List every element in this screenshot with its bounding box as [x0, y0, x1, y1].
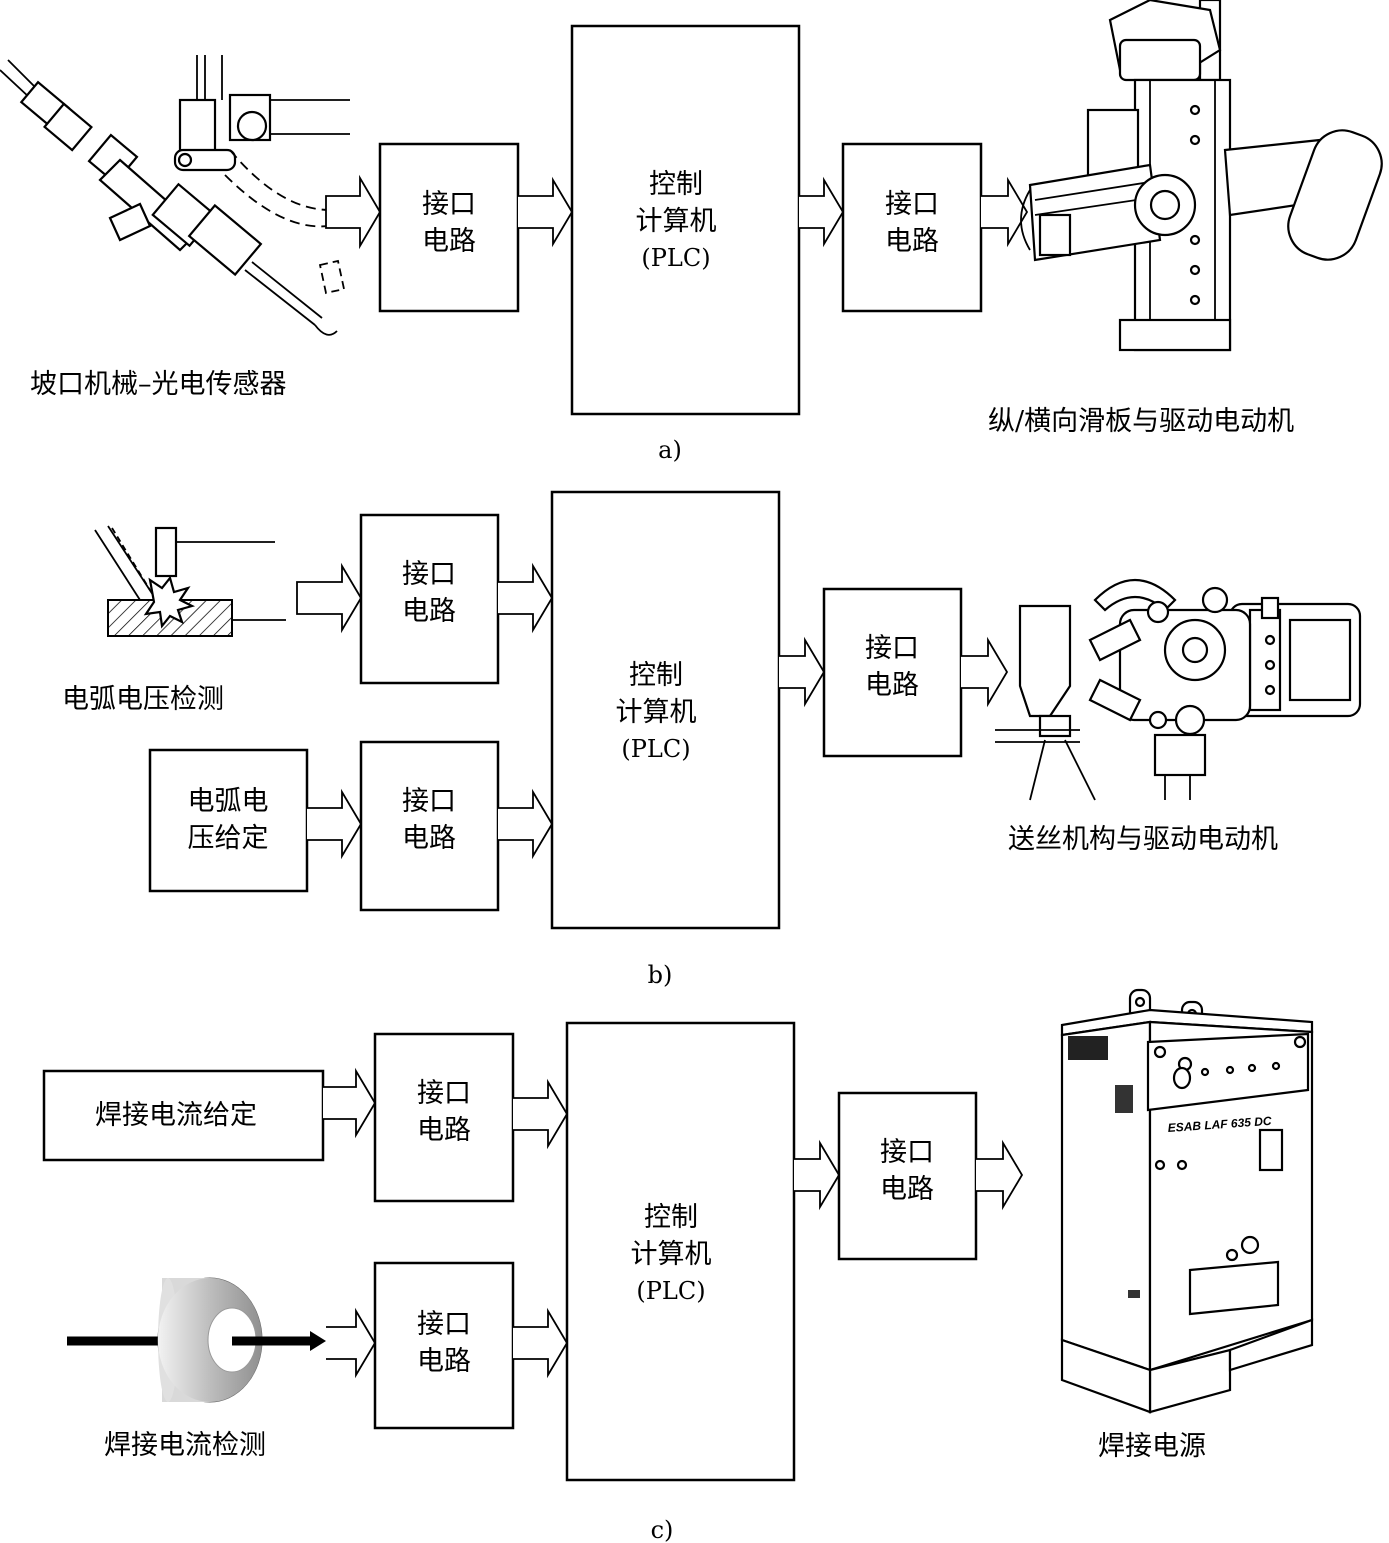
setpoint-box-b [148, 748, 309, 893]
panel-label-c: c) [651, 1516, 674, 1543]
sensor-caption-c: 焊接电流检测 [104, 1430, 266, 1461]
groove-sensor-illustration [0, 55, 350, 336]
arrow-c-setpoint-in [323, 1067, 377, 1139]
interface-c-out-line1: 接口 [880, 1137, 934, 1168]
actuator-caption-a: 纵/横向滑板与驱动电动机 [988, 406, 1294, 437]
plc-c-line1: 控制 [644, 1202, 698, 1233]
sensor-caption-b: 电弧电压检测 [62, 684, 224, 715]
plc-c-line2: 计算机 [631, 1239, 712, 1270]
interface-box-b-in1 [359, 513, 500, 685]
arrow-a-plc-out [799, 176, 845, 248]
welding-power-source-illustration: ESAB LAF 635 DC [1060, 988, 1314, 1414]
plc-a-line2: 计算机 [636, 206, 717, 237]
interface-a-in-line2: 电路 [422, 226, 476, 257]
arrow-a-sensor-in [325, 174, 382, 250]
current-sensor-illustration [67, 1277, 326, 1403]
plc-box-c [565, 1021, 796, 1482]
arrow-c-in1-plc [513, 1078, 569, 1150]
cross-slide-illustration [1020, 0, 1383, 352]
interface-b-in2-line1: 接口 [402, 786, 456, 817]
arrow-b-out-actuator [961, 636, 1009, 708]
setpoint-c-text: 焊接电流给定 [95, 1100, 257, 1131]
interface-c-in1-line1: 接口 [417, 1078, 471, 1109]
interface-box-b-in2 [359, 740, 500, 912]
plc-b-line2: 计算机 [616, 697, 697, 728]
panel-label-a: a) [658, 436, 682, 464]
arrow-b-setpoint-in [307, 788, 363, 860]
interface-a-out-line1: 接口 [885, 189, 939, 220]
interface-box-a-in [378, 142, 520, 313]
setpoint-b-line1: 电弧电 [188, 786, 269, 817]
plc-box-b [550, 490, 781, 930]
arrow-b-plc-out [779, 636, 826, 708]
panel-c: 焊接电流给定 接口 电路 焊接电流检测 接口 电路 控制 计算机 (PLC) [42, 988, 1314, 1543]
plc-box-a [570, 24, 801, 416]
arrow-a-in-plc-top [518, 176, 574, 248]
plc-a-line3: (PLC) [641, 244, 710, 272]
arrow-b-sensor-in [296, 562, 363, 634]
interface-b-in1-line1: 接口 [402, 559, 456, 590]
panel-label-b: b) [648, 961, 673, 989]
interface-box-c-in1 [373, 1032, 515, 1203]
interface-a-in-line1: 接口 [422, 189, 476, 220]
interface-b-out-line2: 电路 [865, 670, 919, 701]
plc-b-line1: 控制 [629, 660, 683, 691]
actuator-caption-b: 送丝机构与驱动电动机 [1008, 824, 1278, 855]
sensor-caption-a: 坡口机械–光电传感器 [30, 369, 287, 400]
plc-c-line3: (PLC) [636, 1277, 705, 1305]
interface-box-b-out [822, 587, 963, 758]
setpoint-b-line2: 压给定 [188, 823, 269, 854]
panel-b: 电弧电压检测 接口 电路 电弧电 压给定 接口 电路 控制 计算机 (PLC) … [62, 490, 1362, 989]
arrow-a-out-actuator [981, 176, 1029, 248]
arrow-c-in2-plc [513, 1307, 569, 1379]
interface-c-out-line2: 电路 [880, 1174, 934, 1205]
plc-b-line3: (PLC) [621, 735, 690, 763]
interface-b-in2-line2: 电路 [402, 823, 456, 854]
interface-box-c-out [837, 1091, 978, 1261]
arrow-c-plc-out [794, 1139, 841, 1211]
wire-feeder-illustration [995, 579, 1362, 801]
arrow-c-out-actuator [976, 1139, 1024, 1211]
interface-a-out-line2: 电路 [885, 226, 939, 257]
arc-voltage-illustration [94, 525, 286, 637]
interface-c-in1-line2: 电路 [417, 1115, 471, 1146]
arrow-b-in1-plc [498, 562, 554, 634]
actuator-caption-c: 焊接电源 [1098, 1431, 1206, 1462]
plc-a-line1: 控制 [649, 169, 703, 200]
interface-c-in2-line2: 电路 [417, 1346, 471, 1377]
arrow-b-in2-plc [498, 788, 554, 860]
interface-b-in1-line2: 电路 [402, 596, 456, 627]
panel-a: 坡口机械–光电传感器 接口 电路 控制 计算机 (PLC) 接口 电路 [0, 0, 1383, 464]
interface-b-out-line1: 接口 [865, 633, 919, 664]
interface-c-in2-line1: 接口 [417, 1309, 471, 1340]
arrow-c-sensor-in [326, 1307, 377, 1379]
